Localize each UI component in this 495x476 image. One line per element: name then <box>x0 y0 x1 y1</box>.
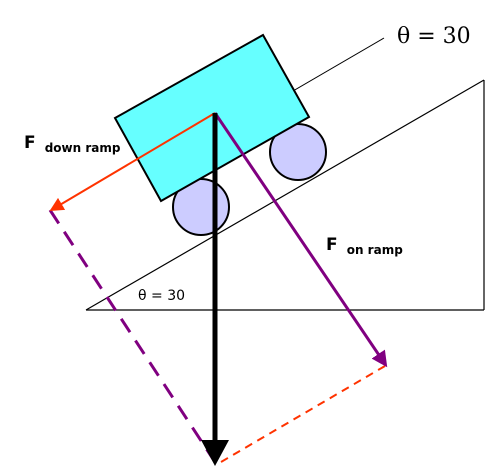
f-down-ramp-main: F <box>24 133 36 153</box>
dashed-purple-projection <box>48 209 217 463</box>
cart <box>113 33 327 236</box>
f-down-ramp-sub: down ramp <box>45 141 121 155</box>
f-down-ramp-label: F down ramp <box>24 133 121 155</box>
ramp <box>85 79 485 311</box>
theta-base-label: θ = 30 <box>138 288 185 304</box>
cart-body <box>113 33 311 203</box>
f-down-ramp-arrow <box>49 112 216 212</box>
dashed-red-projection <box>220 365 386 463</box>
f-on-ramp-main: F <box>326 235 338 255</box>
theta-top-label: θ = 30 <box>397 24 471 49</box>
f-on-ramp-arrow <box>213 112 388 368</box>
gravity-arrow-head <box>201 440 229 466</box>
f-on-ramp-sub: on ramp <box>347 243 403 257</box>
ramp-incline-line <box>85 79 485 311</box>
f-on-ramp-label: F on ramp <box>326 235 403 257</box>
